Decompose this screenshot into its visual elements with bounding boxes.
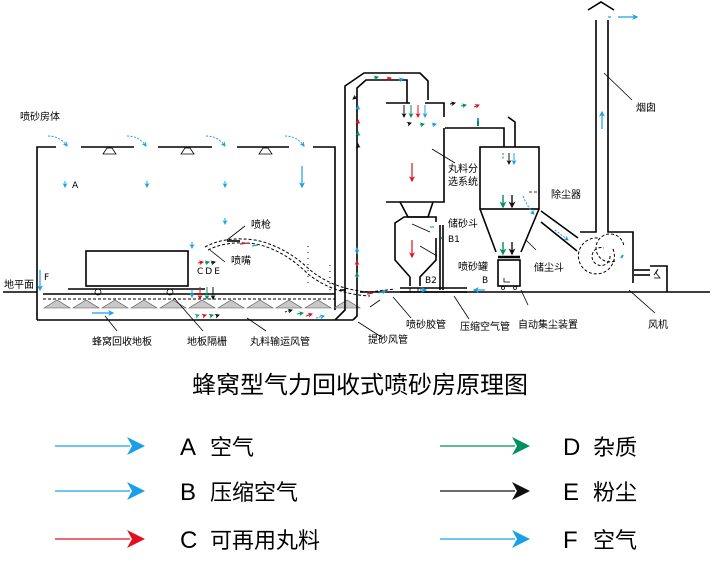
honeycomb-cell	[187, 299, 217, 309]
marker-b1: B1	[448, 235, 460, 245]
cart-wheel	[94, 288, 102, 296]
label-room-body: 喷砂房体	[20, 110, 60, 123]
label-blast-hose: 喷砂胶管	[406, 318, 446, 331]
label-dust-filter: 除尘器	[551, 188, 581, 201]
cart-wheel	[166, 288, 174, 296]
legend-text: 可再用丸料	[210, 529, 320, 554]
legend-text: 空气	[593, 529, 637, 554]
label-compressed-air-pipe: 压缩空气管	[460, 320, 510, 333]
legend-arrow-icon	[127, 437, 145, 455]
honeycomb-cell	[332, 299, 362, 309]
legend-key: B	[180, 479, 196, 506]
spray-gun-hose	[204, 225, 371, 297]
honeycomb-cell	[274, 299, 304, 309]
leader-lines	[104, 295, 470, 339]
legend-text: 粉尘	[593, 481, 637, 506]
legend-item-f: F 空气	[440, 527, 637, 554]
label-honeycomb-floor: 蜂窝回收地板	[92, 335, 152, 348]
legend-key: C	[180, 527, 197, 554]
legend-item-b: B 压缩空气	[55, 479, 298, 506]
honeycomb-cell	[303, 299, 333, 309]
ceiling-lamp-icon	[102, 147, 117, 155]
legend: A 空气 B 压缩空气 C 可再用丸料 D 杂质 E 粉尘 F 空气	[55, 434, 637, 554]
marker-a: A	[72, 181, 79, 191]
label-dust-hopper: 储尘斗	[534, 261, 564, 274]
legend-text: 空气	[210, 436, 254, 461]
ceiling-lamp-icon	[180, 147, 195, 155]
label-storage-hopper: 储砂斗	[448, 217, 478, 230]
marker-b: B	[482, 276, 488, 286]
label-fan: 风机	[648, 318, 668, 331]
label-ground: 地平面	[4, 278, 34, 291]
motor-icon	[653, 268, 661, 279]
shot-separator	[386, 101, 516, 203]
legend-arrow-icon	[512, 530, 530, 548]
label-auto-dust-collector: 自动集尘装置	[518, 318, 578, 331]
label-shot-conveying-duct: 丸料输运风管	[250, 335, 310, 348]
legend-key: A	[180, 434, 196, 461]
legend-arrow-icon	[512, 482, 530, 500]
legend-item-d: D 杂质	[440, 434, 637, 461]
marker-b2: B2	[425, 276, 437, 286]
legend-text: 压缩空气	[210, 481, 298, 506]
fan-spiral-icon	[595, 233, 625, 263]
legend-arrow-icon	[127, 482, 145, 500]
label-nozzle: 喷嘴	[231, 255, 251, 267]
honeycomb-cell	[245, 299, 275, 309]
diagram-title: 蜂窝型气力回收式喷砂房原理图	[192, 371, 528, 399]
honeycomb-cell	[71, 299, 101, 309]
lift-duct	[334, 72, 429, 321]
honeycomb-cell	[129, 299, 159, 309]
blast-room	[3, 146, 710, 321]
label-floor-grating: 地板隔栅	[187, 335, 227, 348]
legend-arrow-icon	[127, 530, 145, 548]
marker-cde: CDE	[197, 267, 222, 277]
honeycomb-cell	[216, 299, 246, 309]
honeycomb-cell	[42, 299, 72, 309]
air-inflow-arrows	[37, 135, 325, 320]
label-chimney: 烟囱	[636, 101, 656, 114]
label-separator-2: 选系统	[448, 175, 478, 188]
legend-item-c: C 可再用丸料	[55, 527, 320, 554]
ceiling-lamp-icon	[258, 147, 273, 155]
workpiece	[85, 250, 189, 287]
legend-text: 杂质	[593, 436, 637, 461]
legend-key: F	[563, 527, 578, 554]
legend-key: D	[563, 434, 580, 461]
honeycomb-cell	[100, 299, 130, 309]
honeycomb-floor	[42, 299, 362, 309]
legend-key: E	[563, 479, 579, 506]
blast-tank	[366, 201, 485, 295]
label-gun: 喷枪	[251, 218, 271, 231]
fan-chimney	[577, 1, 668, 314]
legend-arrow-icon	[512, 437, 530, 455]
dust-filter	[479, 146, 579, 306]
label-separator-1: 丸料分	[448, 162, 478, 175]
legend-item-e: E 粉尘	[440, 479, 637, 506]
legend-item-a: A 空气	[55, 434, 254, 461]
label-blast-tank: 喷砂罐	[458, 260, 488, 273]
label-lift-duct: 提砂风管	[368, 333, 408, 346]
diagram-labels: 喷砂房体 A F 地平面 喷枪 喷嘴 CDE 蜂窝回收地板 地板隔栅 丸料输运风…	[4, 101, 668, 348]
marker-f: F	[44, 273, 49, 283]
